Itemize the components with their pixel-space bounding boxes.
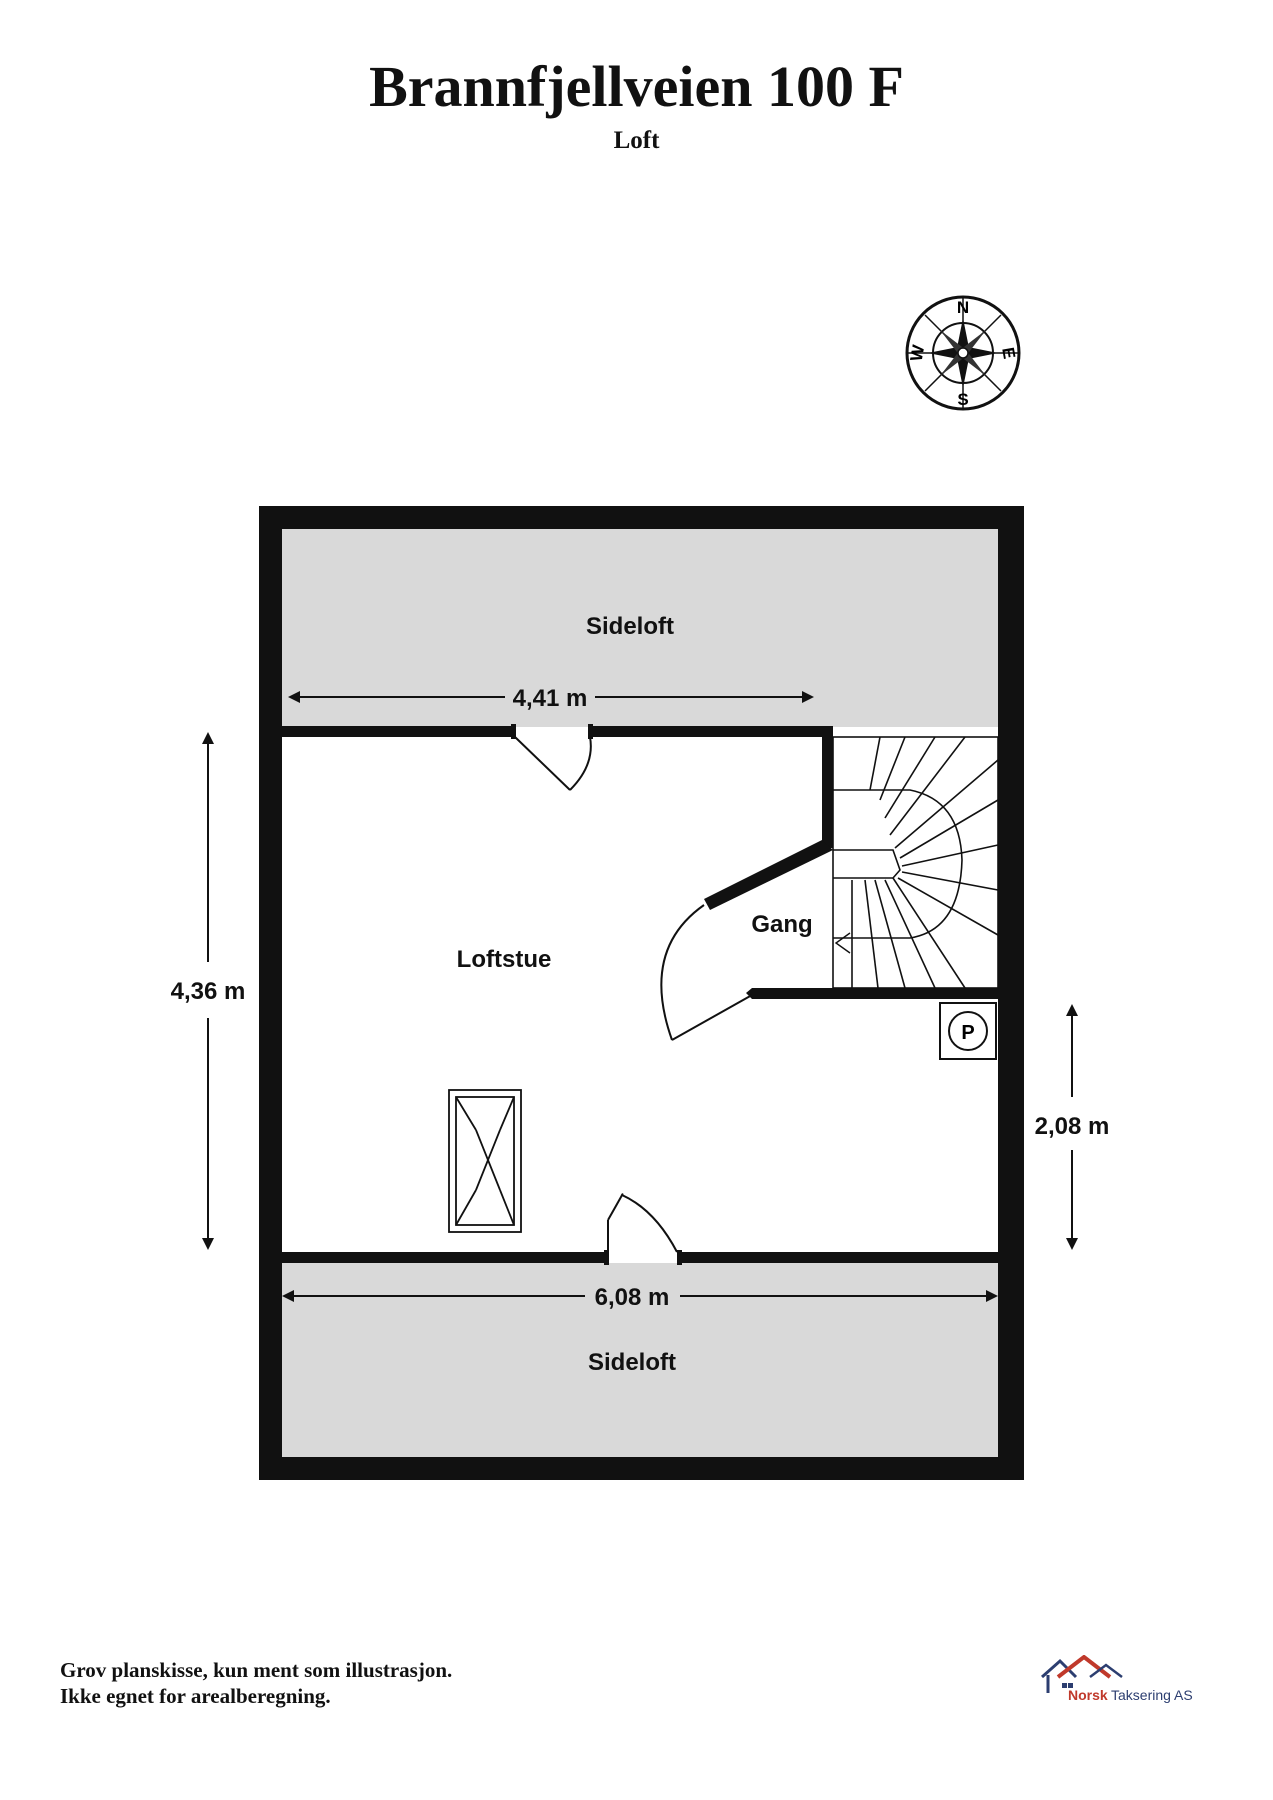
staircase: [832, 736, 999, 989]
pipe-label: P: [961, 1022, 974, 1044]
compass-icon: N E S W: [905, 295, 1021, 411]
door-top: [514, 736, 592, 791]
skylight: [448, 1089, 522, 1233]
pipe-box: P: [939, 1002, 997, 1060]
page-title: Brannfjellveien 100 F: [369, 54, 904, 119]
floor-label: Loft: [613, 127, 660, 154]
door-gang: [660, 904, 753, 1041]
door-bottom: [607, 1193, 678, 1253]
dimension-left-height: 4,36 m: [171, 732, 246, 1250]
logo-brand: Norsk: [1068, 1687, 1108, 1703]
logo-rest: Taksering AS: [1111, 1687, 1193, 1703]
room-label-loftstue: Loftstue: [457, 946, 552, 973]
dimension-top-width: 4,41 m: [288, 685, 814, 712]
disclaimer: Grov planskisse, kun ment som illustrasj…: [60, 1657, 452, 1709]
compass-south: S: [957, 390, 968, 409]
dimension-left-height-label: 4,36 m: [171, 978, 246, 1005]
dimension-bottom-width-label: 6,08 m: [595, 1284, 670, 1311]
sideloft-top-area: [282, 529, 998, 727]
room-label-sideloft-top: Sideloft: [586, 613, 674, 640]
compass-west: W: [907, 343, 929, 363]
logo-house-icon: Norsk Taksering AS: [1041, 1654, 1193, 1703]
compass-east: E: [998, 346, 1019, 360]
dimension-right-height: 2,08 m: [1035, 1004, 1110, 1250]
room-label-gang: Gang: [751, 911, 812, 938]
norsk-taksering-logo: Norsk Taksering AS: [1040, 1654, 1230, 1705]
dimension-bottom-width: 6,08 m: [282, 1284, 998, 1311]
disclaimer-line-2: Ikke egnet for arealberegning.: [60, 1684, 331, 1708]
disclaimer-line-1: Grov planskisse, kun ment som illustrasj…: [60, 1658, 453, 1682]
dimension-right-height-label: 2,08 m: [1035, 1113, 1110, 1140]
compass-north: N: [957, 298, 969, 317]
room-label-sideloft-bottom: Sideloft: [588, 1349, 676, 1376]
dimension-top-width-label: 4,41 m: [513, 685, 588, 712]
